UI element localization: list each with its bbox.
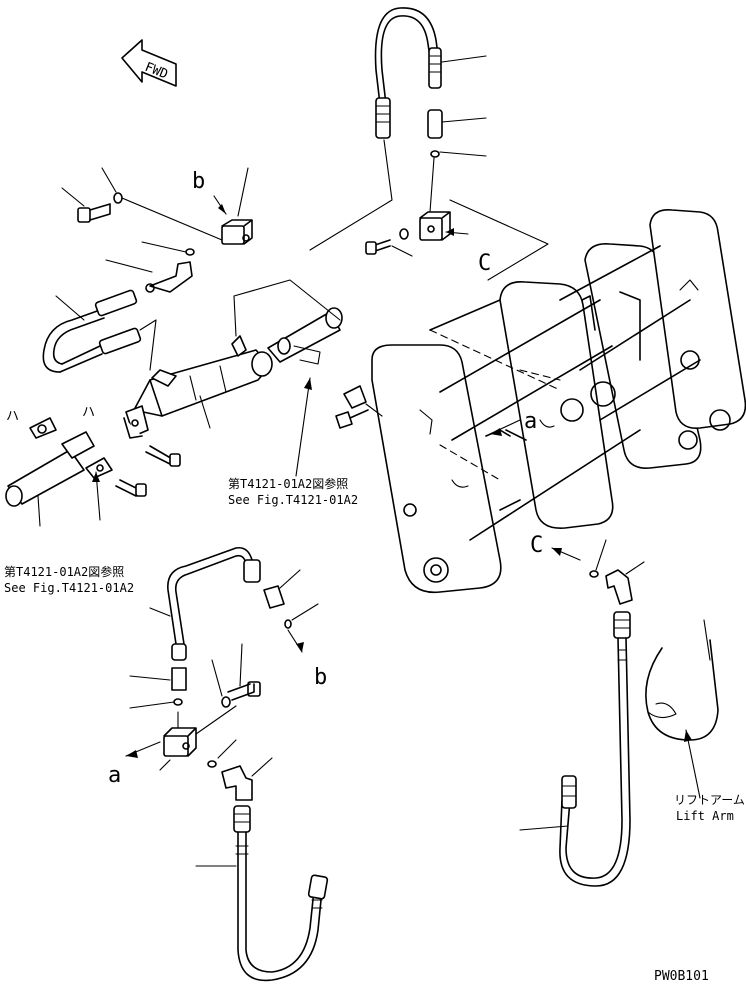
parts-top-left: b: [61, 167, 253, 293]
hidden-lines: [429, 329, 561, 481]
lift-arm: リフトアーム Lift Arm: [645, 619, 745, 823]
hose-bottom-left: [195, 805, 329, 982]
hose-top: [309, 7, 487, 251]
lift-arm-label-jp: リフトアーム: [674, 793, 745, 807]
callout-b-top: b: [192, 169, 205, 194]
callout-a-frame: a: [489, 409, 537, 436]
callout-c-top: C: [478, 251, 491, 276]
cylinder-assembly: [123, 279, 343, 467]
frame-tag: [335, 385, 383, 429]
tube-middle: b: [129, 546, 327, 709]
callout-c-right: C: [530, 533, 543, 558]
callout-a-frame-label: a: [524, 409, 537, 434]
loader-frame: [371, 208, 746, 594]
block-a-bottom: a: [108, 643, 273, 801]
fig-ref-left-en: See Fig.T4121-01A2: [4, 581, 134, 595]
fig-reference-center: 第T4121-01A2図参照 See Fig.T4121-01A2: [228, 377, 358, 507]
fig-ref-center-en: See Fig.T4121-01A2: [228, 493, 358, 507]
block-c-top: C: [365, 157, 549, 281]
callout-ha-left: ハ: [6, 409, 19, 424]
fig-reference-left: 第T4121-01A2図参照 See Fig.T4121-01A2: [4, 564, 134, 595]
fwd-arrow: FWD: [121, 39, 177, 87]
callout-b-bottom: b: [314, 665, 327, 690]
fig-ref-left-jp: 第T4121-01A2図参照: [4, 564, 124, 579]
fitting-right: C: [530, 533, 645, 605]
pin-assembly: ハ ハ: [5, 405, 147, 527]
hose-left: [42, 289, 157, 373]
hose-right: [519, 611, 631, 887]
drawing-number: PW0B101: [654, 969, 709, 984]
callout-ha-right: ハ: [82, 405, 95, 420]
lift-arm-label-en: Lift Arm: [676, 809, 734, 823]
callout-a-bottom: a: [108, 763, 121, 788]
fig-ref-center-jp: 第T4121-01A2図参照: [228, 476, 348, 491]
fwd-label: FWD: [143, 60, 171, 83]
